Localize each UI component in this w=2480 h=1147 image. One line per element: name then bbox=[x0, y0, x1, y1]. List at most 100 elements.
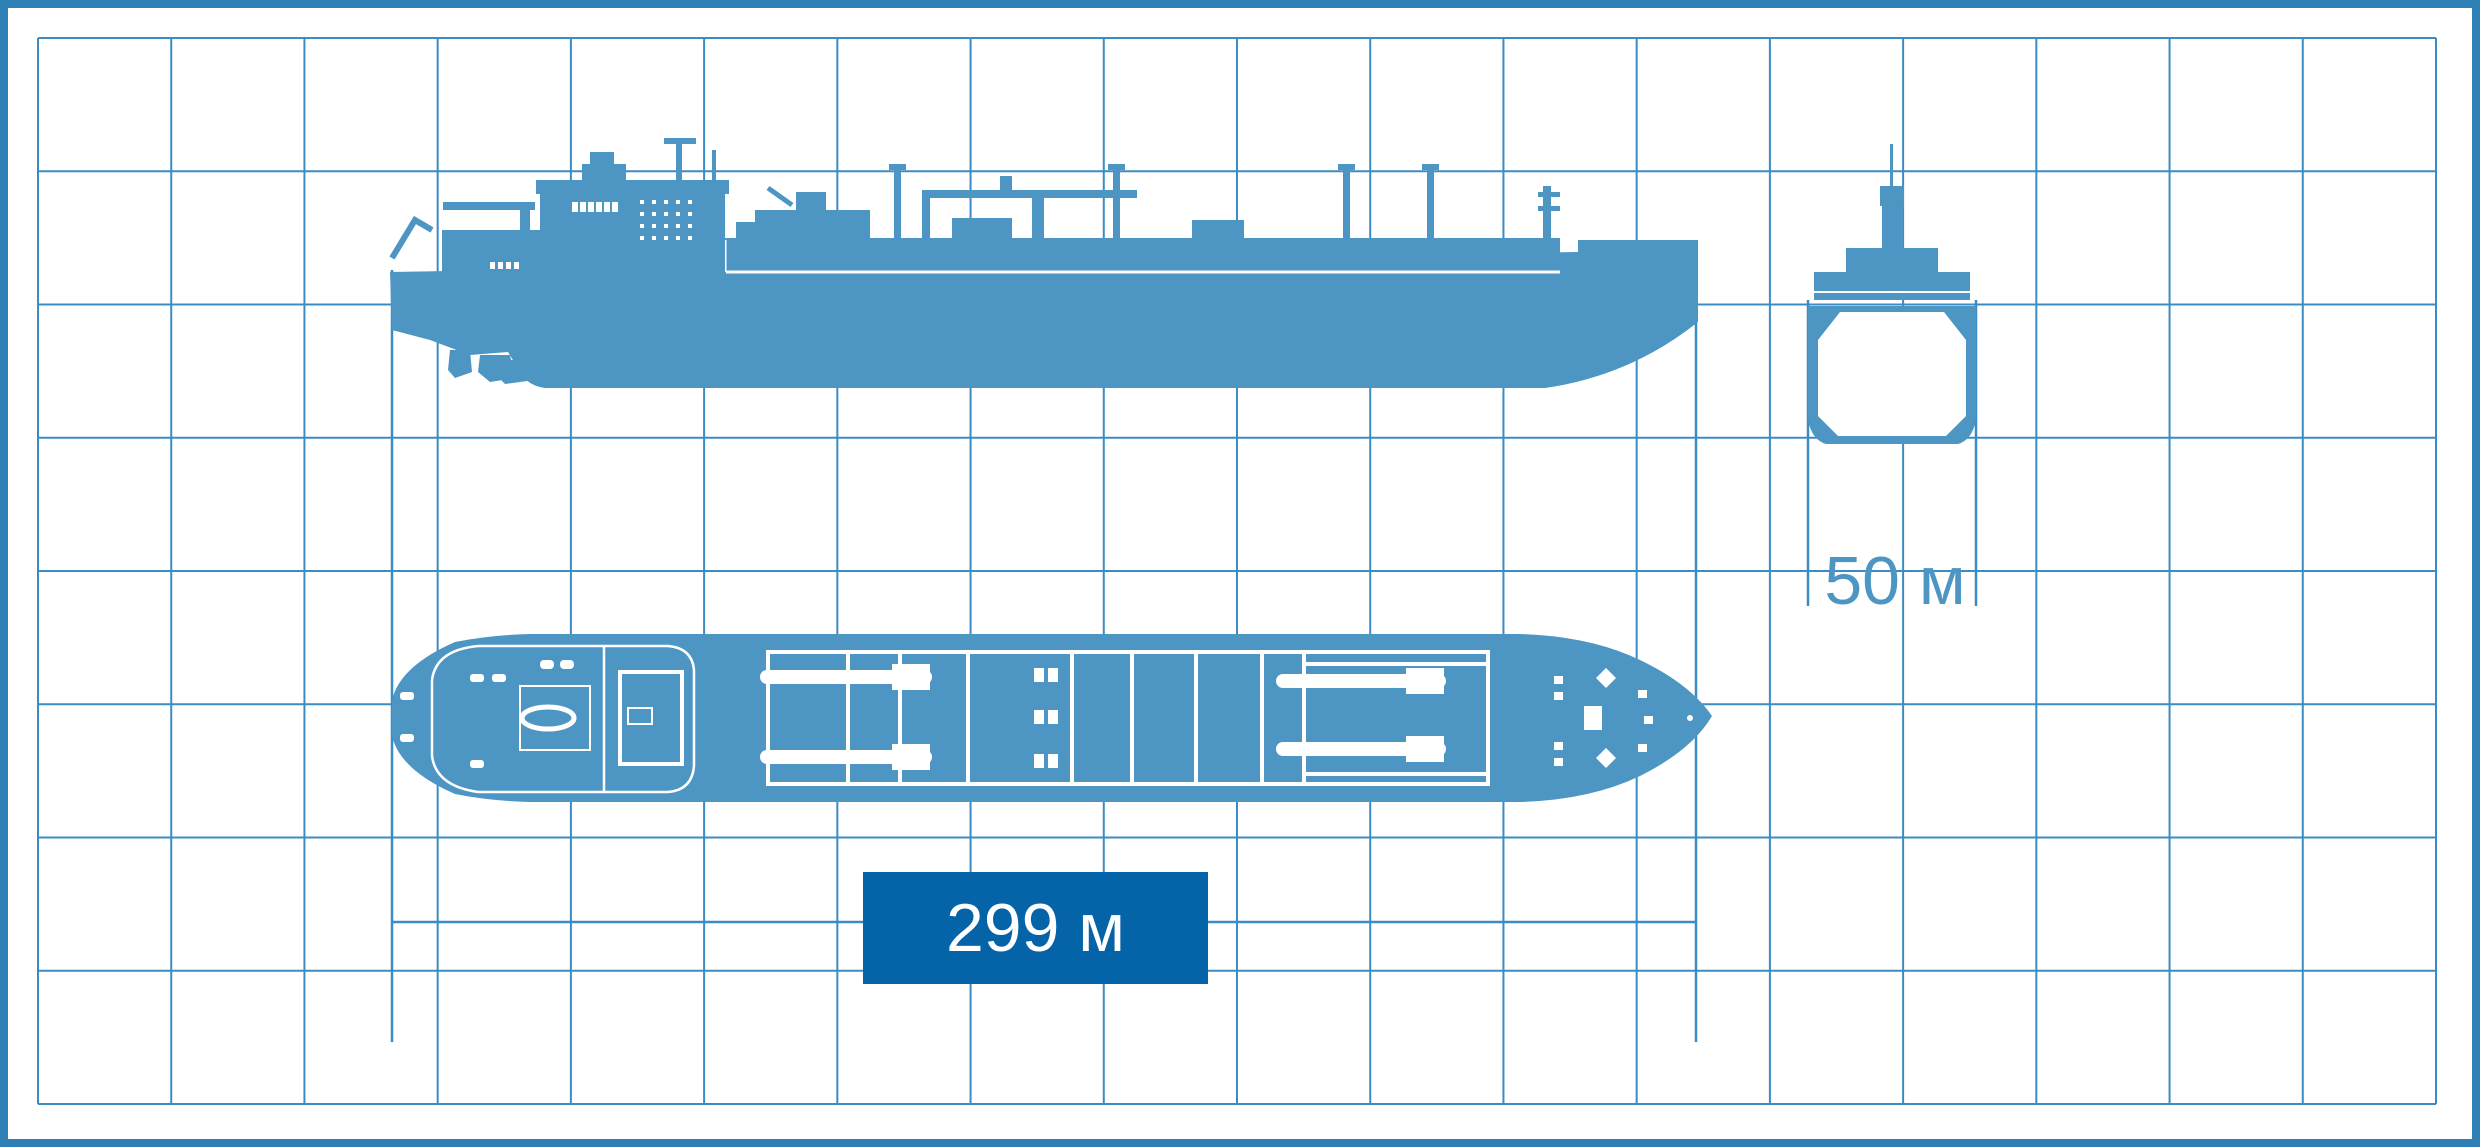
window bbox=[490, 262, 495, 269]
window bbox=[688, 200, 692, 204]
fore-mast-bar-1 bbox=[1538, 192, 1560, 197]
ship-front-section bbox=[1808, 144, 1976, 444]
aft-deck-outline bbox=[430, 644, 696, 794]
window bbox=[652, 236, 656, 240]
window bbox=[652, 212, 656, 216]
helipad-marker bbox=[627, 707, 653, 725]
bow-fitting bbox=[1554, 676, 1563, 684]
pipe-manifold bbox=[892, 664, 930, 690]
bow-fitting bbox=[1638, 744, 1647, 752]
hatch-mark bbox=[1034, 668, 1044, 682]
section-mast bbox=[1890, 144, 1893, 188]
window bbox=[506, 262, 511, 269]
deck-fitting bbox=[400, 692, 414, 700]
hatch-mark bbox=[1034, 754, 1044, 768]
window bbox=[640, 212, 644, 216]
rudder bbox=[448, 350, 472, 378]
hull-section-inner bbox=[1818, 312, 1966, 436]
bow-fitting bbox=[1638, 690, 1647, 698]
window bbox=[640, 224, 644, 228]
deck-fitting bbox=[560, 660, 574, 669]
bridge-block bbox=[540, 190, 725, 272]
helipad-frame bbox=[618, 670, 684, 766]
top-plan-details bbox=[400, 660, 1653, 768]
wheelhouse bbox=[582, 164, 626, 184]
aft-hatch-ring bbox=[519, 704, 577, 732]
window bbox=[604, 202, 610, 212]
bow-fitting bbox=[1554, 692, 1563, 700]
hatch-mark bbox=[1048, 754, 1058, 768]
kingpost bbox=[894, 164, 901, 238]
cargo-pipe bbox=[760, 750, 932, 764]
pipe-manifold bbox=[892, 744, 930, 770]
kingpost bbox=[1343, 164, 1350, 238]
bow-fitting bbox=[1554, 758, 1563, 766]
aft-rail-post bbox=[520, 202, 530, 232]
deck-fitting bbox=[492, 674, 506, 682]
bow-eye bbox=[1687, 715, 1693, 721]
cargo-crane-arm bbox=[766, 185, 794, 208]
kingposts bbox=[889, 164, 1439, 238]
window bbox=[676, 200, 680, 204]
aft-rail bbox=[443, 202, 535, 210]
deck-fitting bbox=[470, 674, 484, 682]
pipe-manifold bbox=[1406, 668, 1444, 694]
window bbox=[688, 224, 692, 228]
window bbox=[640, 200, 644, 204]
window bbox=[688, 212, 692, 216]
window bbox=[580, 202, 586, 212]
ship-side-profile bbox=[389, 138, 1698, 388]
length-label: 299 м bbox=[945, 890, 1126, 966]
deck-fitting bbox=[470, 760, 484, 768]
ship-top-plan bbox=[392, 634, 1712, 802]
bow-bitt-1 bbox=[1596, 668, 1616, 688]
forecastle-rail bbox=[1578, 242, 1670, 250]
window bbox=[514, 262, 519, 269]
cargo-bays bbox=[846, 652, 1488, 784]
kingpost-cap bbox=[889, 164, 906, 170]
window bbox=[640, 236, 644, 240]
fore-mast-bar-2 bbox=[1538, 206, 1560, 211]
cargo-pipe bbox=[1276, 674, 1446, 688]
cargo-house bbox=[755, 210, 870, 240]
kingpost bbox=[1427, 164, 1434, 238]
bow-fitting bbox=[1644, 716, 1653, 724]
window bbox=[664, 224, 668, 228]
window bbox=[676, 236, 680, 240]
window bbox=[676, 212, 680, 216]
bow-bitt-2 bbox=[1596, 748, 1616, 768]
cargo-frame bbox=[766, 650, 1490, 786]
cargo-pipe bbox=[760, 670, 932, 684]
aft-crane bbox=[389, 215, 434, 260]
gantry-leg-2 bbox=[1032, 196, 1044, 238]
window bbox=[612, 202, 618, 212]
propeller-pod-2 bbox=[495, 360, 535, 384]
gantry-top bbox=[922, 190, 1137, 198]
windlass bbox=[1584, 706, 1602, 730]
window bbox=[588, 202, 594, 212]
pipe-manifold bbox=[1406, 736, 1444, 762]
fore-mast bbox=[1543, 186, 1551, 240]
beam-label: 50 м bbox=[1824, 543, 1966, 619]
radar-mast bbox=[676, 138, 682, 182]
cargo-vents bbox=[796, 192, 826, 210]
hull-side bbox=[390, 250, 1698, 388]
section-funnel bbox=[1882, 206, 1902, 252]
bridge-windows bbox=[490, 200, 692, 269]
cargo-pipe bbox=[1276, 742, 1446, 756]
section-deck bbox=[1814, 272, 1970, 300]
deck-fitting bbox=[400, 734, 414, 742]
hatch-mark bbox=[1034, 710, 1044, 724]
bridge-top bbox=[536, 180, 729, 194]
radar-bar bbox=[664, 138, 696, 144]
gantry-leg-1 bbox=[922, 190, 930, 238]
bow-fitting bbox=[1554, 742, 1563, 750]
gantry-crane bbox=[1000, 176, 1012, 196]
deck-trunk bbox=[725, 238, 1560, 272]
mast-aft bbox=[712, 150, 716, 184]
window bbox=[596, 202, 602, 212]
blueprint-grid bbox=[37, 37, 2437, 1105]
